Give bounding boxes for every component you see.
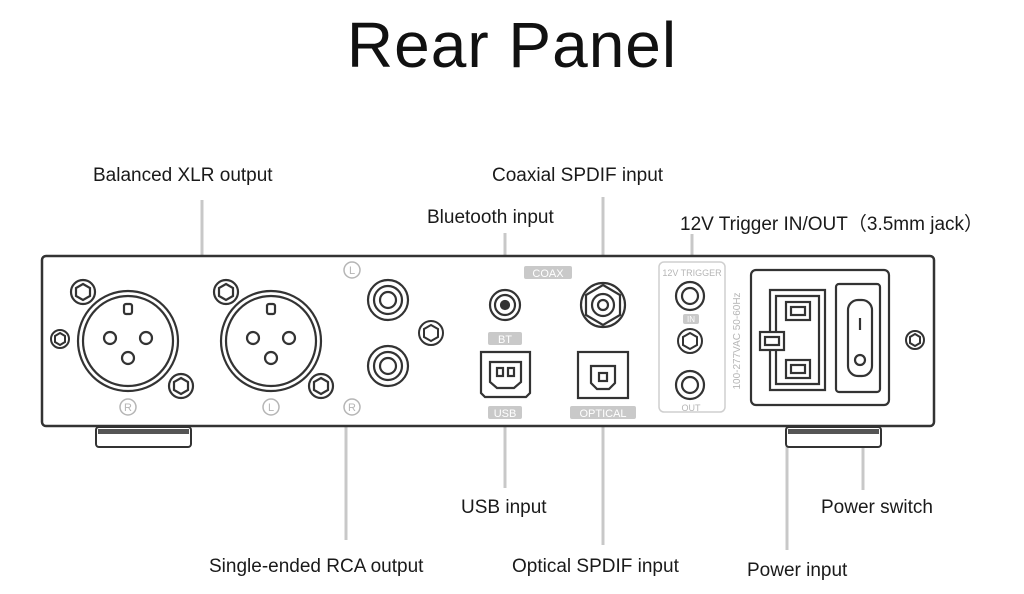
voltage-label: 100-277VAC 50-60Hz	[732, 292, 743, 389]
callout-usb: USB input	[461, 497, 547, 518]
callout-power-switch: Power switch	[821, 497, 933, 518]
bt-label: BT	[498, 334, 512, 346]
power-switch-rocker	[834, 282, 882, 394]
bluetooth-antenna-connector	[488, 288, 522, 322]
callout-power-input: Power input	[747, 560, 848, 581]
rca-bottom-marker: R	[348, 402, 356, 414]
trigger-in-label: IN	[687, 315, 695, 324]
trigger-box	[658, 261, 726, 413]
trigger-in-jack	[674, 280, 706, 312]
optical-label: OPTICAL	[579, 408, 626, 420]
usb-label: USB	[494, 408, 517, 420]
rca-screw	[418, 320, 444, 346]
xlr-connector-right	[212, 278, 335, 400]
xlr-connector-left	[69, 278, 195, 400]
xlr-right-marker: L	[268, 402, 274, 414]
callout-coaxial-spdif: Coaxial SPDIF input	[492, 165, 664, 186]
trigger-screw	[677, 328, 703, 354]
trigger-title: 12V TRIGGER	[662, 268, 722, 278]
callout-trigger: 12V Trigger IN/OUT（3.5mm jack）	[680, 214, 984, 235]
xlr-left-marker: R	[124, 402, 132, 414]
callout-bluetooth: Bluetooth input	[427, 207, 554, 228]
trigger-out-jack	[674, 369, 706, 401]
coax-label: COAX	[532, 268, 564, 280]
callout-optical-spdif: Optical SPDIF input	[512, 556, 679, 577]
coaxial-connector	[579, 281, 627, 329]
callout-rca: Single-ended RCA output	[209, 556, 424, 577]
callout-balanced-xlr: Balanced XLR output	[93, 165, 273, 186]
rca-connector-bottom	[366, 344, 410, 388]
rca-top-marker: L	[349, 265, 355, 277]
optical-port	[576, 350, 630, 400]
iec-power-inlet	[758, 288, 827, 392]
page-title: Rear Panel	[346, 9, 678, 81]
screw-right	[905, 330, 925, 350]
screw-left	[50, 329, 70, 349]
trigger-out-label: OUT	[682, 403, 702, 413]
rca-connector-top	[366, 278, 410, 322]
usb-b-port	[479, 350, 532, 399]
